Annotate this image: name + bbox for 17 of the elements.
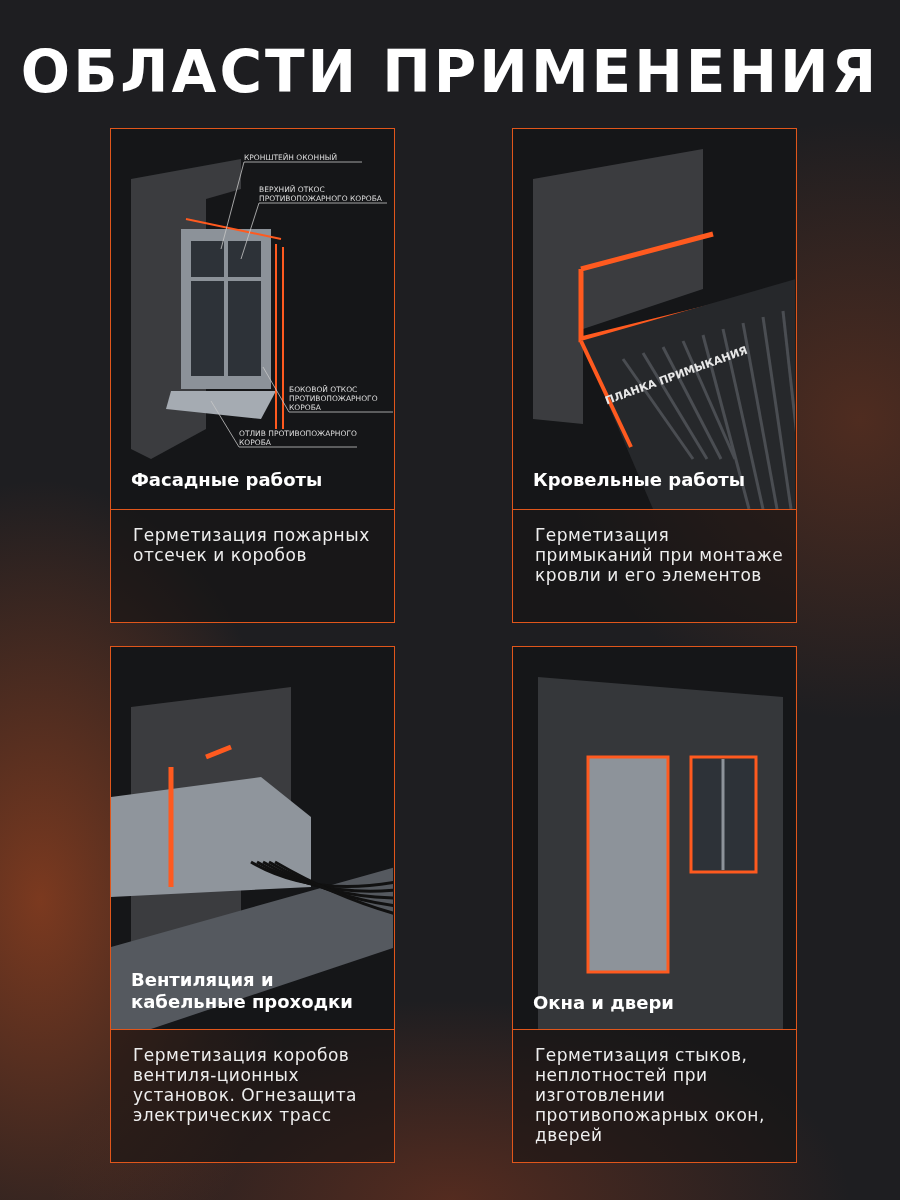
card-description: Герметизация коробов вентиля-ционных установок. Огнезащита электрических трасс <box>133 1045 358 1125</box>
card-description: Герметизация примыканий при монтаже кровли и его элементов <box>535 525 785 585</box>
application-card <box>512 128 797 623</box>
page-title: ОБЛАСТИ ПРИМЕНЕНИЯ <box>19 38 881 106</box>
application-card <box>512 646 797 1163</box>
card-heading: Окна и двери <box>533 992 675 1014</box>
leader-line <box>262 366 394 413</box>
application-card <box>110 646 395 1163</box>
card-description: Герметизация стыков, неплотностей при изготовлении противопожарных окон, дверей <box>535 1045 766 1145</box>
application-card <box>110 128 395 623</box>
card-heading: Вентиляция и кабельные проходки <box>131 969 354 1013</box>
leader-line <box>220 161 363 250</box>
leader-line <box>210 400 358 448</box>
card-heading: Кровельные работы <box>533 469 746 491</box>
card-description: Герметизация пожарных отсечек и коробов <box>133 525 371 565</box>
leader-line <box>240 202 388 260</box>
card-heading: Фасадные работы <box>131 469 324 491</box>
